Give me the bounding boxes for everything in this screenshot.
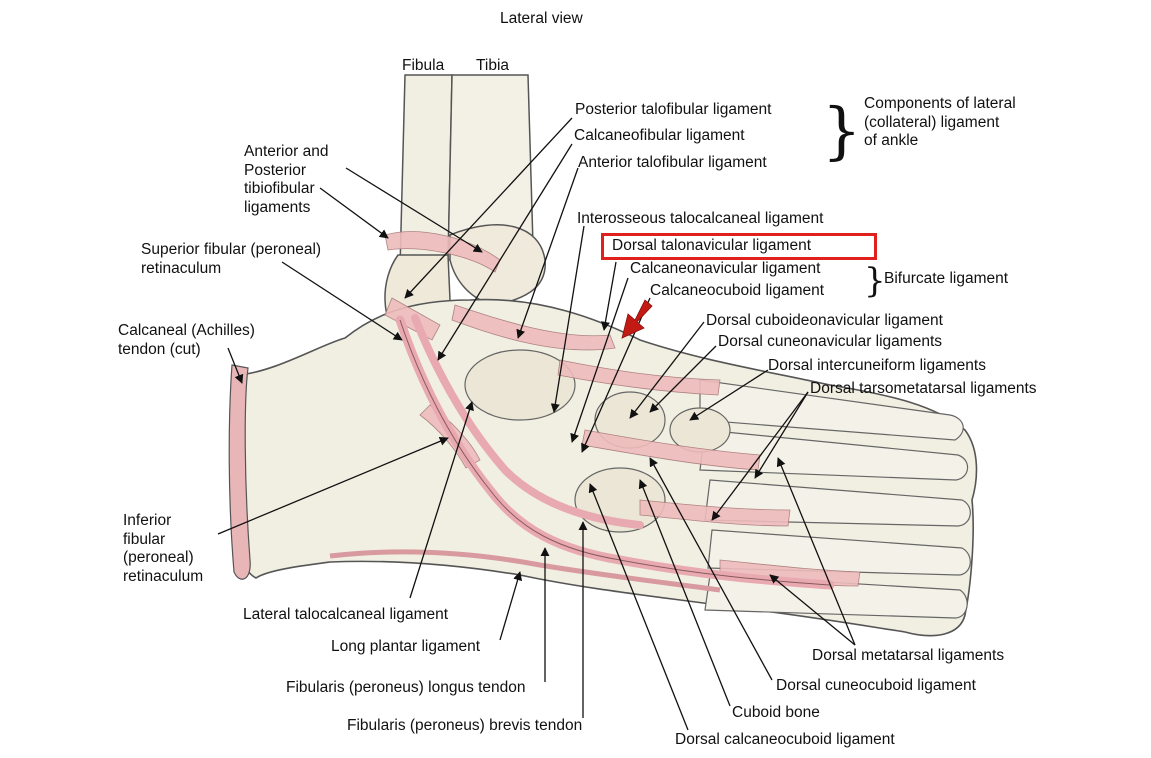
talus xyxy=(464,349,576,421)
label-tibiofibular: Anterior and Posterior tibiofibular liga… xyxy=(244,143,329,216)
label-calcaneofibular: Calcaneofibular ligament xyxy=(574,127,745,144)
leader-intercuneiform xyxy=(689,369,769,421)
leader-lateral-talocalcaneal xyxy=(409,401,474,599)
label-dorsal-metatarsal: Dorsal metatarsal ligaments xyxy=(812,647,1005,664)
peroneus-brevis-tendon xyxy=(411,314,644,529)
long-plantar-ligament xyxy=(329,549,721,593)
leader-dorsal-talonavicular xyxy=(600,261,617,331)
label-long-plantar: Long plantar ligament xyxy=(331,638,481,655)
label-cuboid-bone: Cuboid bone xyxy=(732,704,820,721)
leader-dorsal-cuneocuboid xyxy=(649,457,773,681)
leader-dorsal-calcaneocuboid xyxy=(588,483,689,731)
leader-posterior-talofibular xyxy=(404,117,573,299)
leader-inferior-retinaculum xyxy=(217,436,449,535)
peroneus-longus-outline xyxy=(399,319,831,586)
leader-anterior-talofibular xyxy=(516,167,579,339)
leader-cuboid-bone xyxy=(638,479,731,707)
leader-tibiofibular-a xyxy=(345,167,483,253)
label-lateral-talocalcaneal: Lateral talocalcaneal ligament xyxy=(243,606,449,623)
ligament-band-1 xyxy=(384,231,501,273)
leader-long-plantar xyxy=(499,571,523,641)
leader-tibiofibular-b xyxy=(319,187,389,239)
ligament-band-3 xyxy=(557,359,721,396)
leader-interosseous xyxy=(550,225,585,413)
leader-dorsal-metatarsal-b xyxy=(769,574,856,646)
leader-calcaneonavicular xyxy=(570,277,629,443)
highlight-box xyxy=(601,233,877,260)
label-dorsal-calcaneocuboid: Dorsal calcaneocuboid ligament xyxy=(675,731,895,748)
label-fibularis-brevis: Fibularis (peroneus) brevis tendon xyxy=(347,717,583,734)
ligament-band-2 xyxy=(451,304,616,351)
label-calcaneal-tendon: Calcaneal (Achilles) tendon (cut) xyxy=(118,322,255,358)
label-fibularis-longus: Fibularis (peroneus) longus tendon xyxy=(286,679,526,696)
label-bifurcate: Bifurcate ligament xyxy=(884,270,1009,287)
leader-dorsal-metatarsal-a xyxy=(776,457,856,646)
label-tibia: Tibia xyxy=(476,57,510,74)
label-fibula: Fibula xyxy=(402,57,445,74)
metatarsal-2 xyxy=(699,429,969,481)
label-anterior-talofibular: Anterior talofibular ligament xyxy=(578,154,767,171)
label-calcaneocuboid: Calcaneocuboid ligament xyxy=(650,282,825,299)
label-calcaneonavicular: Calcaneonavicular ligament xyxy=(630,260,821,277)
label-dorsal-intercuneiform: Dorsal intercuneiform ligaments xyxy=(768,357,986,374)
diagram-title: Lateral view xyxy=(500,10,583,27)
metatarsal-5 xyxy=(704,574,968,619)
label-interosseous-talocalcaneal: Interosseous talocalcaneal ligament xyxy=(577,210,824,227)
label-dorsal-talonavicular: Dorsal talonavicular ligament xyxy=(612,237,812,254)
label-dorsal-cuneonavicular: Dorsal cuneonavicular ligaments xyxy=(718,333,943,350)
leader-tarsometatarsal-b xyxy=(754,391,809,479)
label-dorsal-tarsometatarsal: Dorsal tarsometatarsal ligaments xyxy=(810,380,1037,397)
lateral-ligament-brace: } xyxy=(822,94,862,167)
bifurcate-brace: } xyxy=(864,261,886,301)
leader-tarsometatarsal-a xyxy=(711,391,809,521)
metatarsal-1 xyxy=(699,379,964,441)
leader-calcaneal-tendon xyxy=(227,347,244,384)
leader-cuboideonavicular xyxy=(629,321,705,419)
leader-superior-retinaculum xyxy=(281,261,403,341)
label-dorsal-cuneocuboid: Dorsal cuneocuboid ligament xyxy=(776,677,976,694)
label-lateral-components: Components of lateral (collateral) ligam… xyxy=(864,95,1016,149)
label-dorsal-cuboideonavicular: Dorsal cuboideonavicular ligament xyxy=(706,312,943,329)
leader-cuneonavicular xyxy=(649,345,717,413)
achilles-tendon xyxy=(228,364,251,580)
red-pointer-arrow xyxy=(621,299,653,339)
label-inferior-retinaculum: Inferior fibular (peroneal) retinaculum xyxy=(123,512,204,585)
metatarsal-4 xyxy=(707,529,971,576)
label-superior-retinaculum: Superior fibular (peroneal) retinaculum xyxy=(141,241,322,277)
label-posterior-talofibular: Posterior talofibular ligament xyxy=(575,101,772,118)
leader-calcaneofibular xyxy=(437,143,573,361)
